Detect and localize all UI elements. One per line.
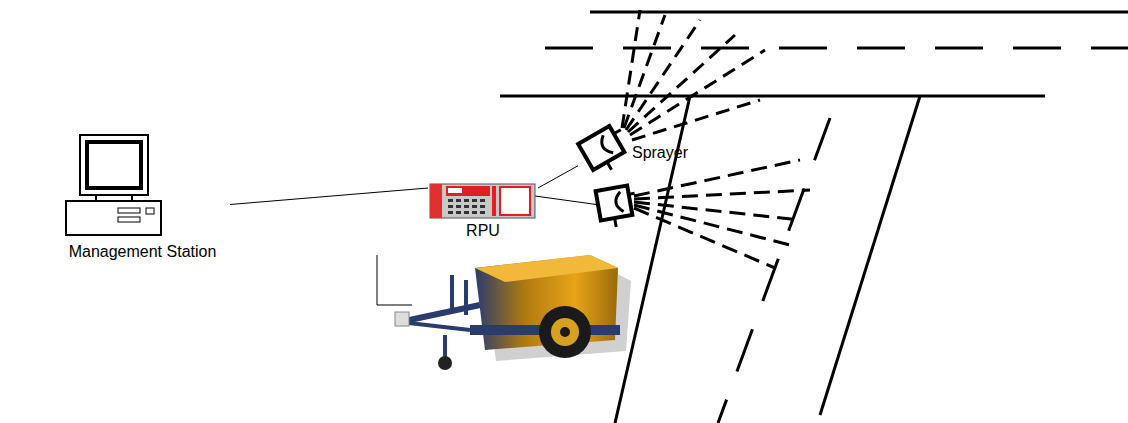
compressor-trailer [395,255,631,370]
node-label: Sprayer [632,143,688,162]
wire-connector [538,166,578,188]
sprayer-symbol [596,184,640,229]
spray-upper [622,10,765,140]
wire-connector [230,188,428,205]
computer-icon [66,135,161,235]
sprayer-symbol [578,122,636,178]
sprayer-node: Sprayer [578,124,690,182]
rpu-device [430,184,535,218]
spray-lower [634,160,810,268]
station-node: Management Station [55,133,230,263]
node-label: Management Station [69,242,217,261]
rpu-node: RPU [428,182,538,242]
road [500,12,1128,423]
node-label: RPU [466,221,500,240]
